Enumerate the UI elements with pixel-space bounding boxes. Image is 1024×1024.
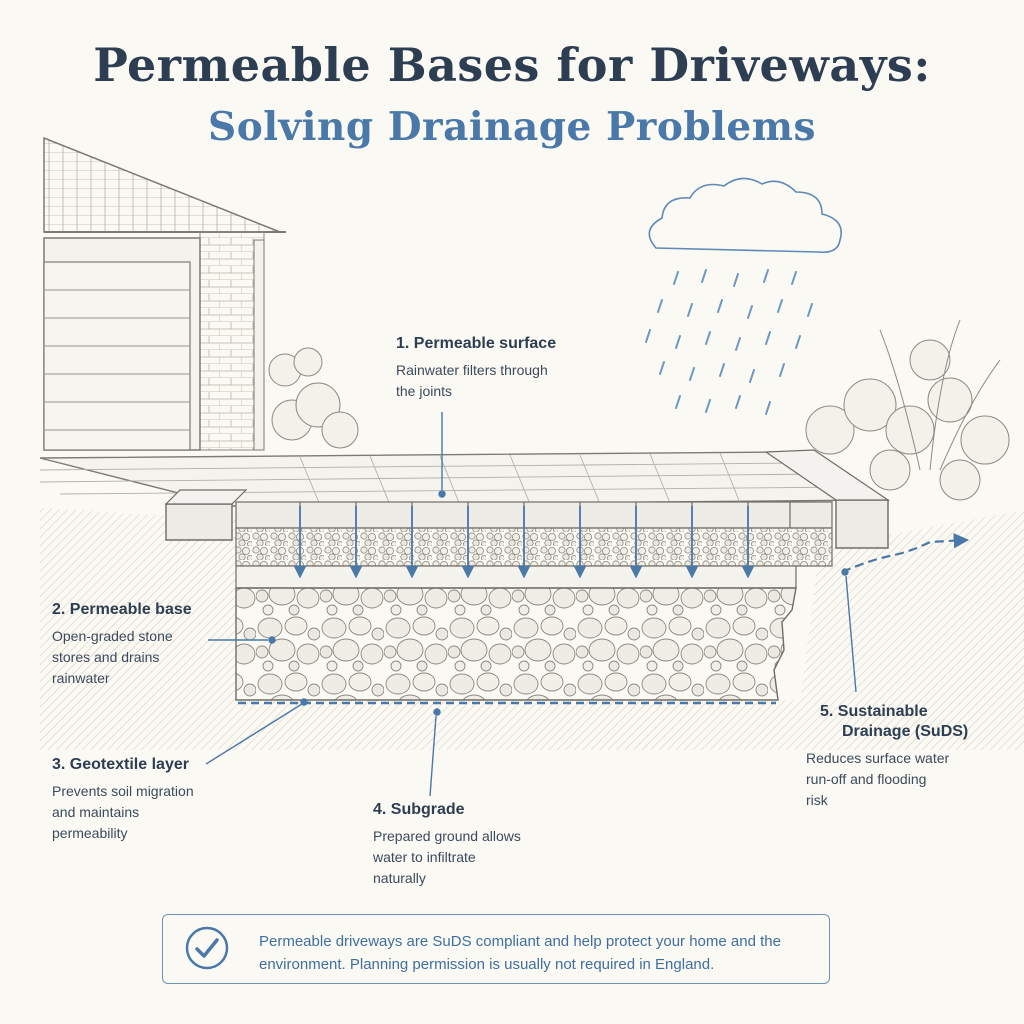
label-subgrade-body: Prepared ground allows water to infiltra… <box>373 828 521 886</box>
soil <box>40 508 1024 750</box>
label-permeable-base-body: Open-graded stone stores and drains rain… <box>52 628 173 686</box>
label-permeable-base: 2. Permeable base Open-graded stone stor… <box>52 600 222 689</box>
label-subgrade: 4. Subgrade Prepared ground allows water… <box>373 800 573 889</box>
shrub-left <box>268 347 359 449</box>
base-layer <box>235 587 797 701</box>
paving-surface <box>39 449 890 549</box>
shrub-right <box>805 319 1010 501</box>
bedding-layer <box>235 527 833 567</box>
label-permeable-base-heading: 2. Permeable base <box>52 601 192 618</box>
label-geotextile-body: Prevents soil migration and maintains pe… <box>52 783 194 841</box>
info-note-text: Permeable driveways are SuDS compliant a… <box>259 933 781 973</box>
page-subtitle: Solving Drainage Problems <box>208 104 816 150</box>
runoff-arrow <box>841 532 970 574</box>
label-suds-body: Reduces surface water run-off and floodi… <box>806 750 950 808</box>
flow-arrows <box>293 506 755 579</box>
label-permeable-surface-body: Rainwater filters through the joints <box>396 362 548 399</box>
label-suds: 5. Sustainable Drainage (SuDS) Reduces s… <box>806 702 996 811</box>
label-permeable-surface-heading: 1. Permeable surface <box>396 335 557 352</box>
house <box>43 136 286 451</box>
info-note: Permeable driveways are SuDS compliant a… <box>162 914 830 984</box>
leader-lines <box>205 412 857 797</box>
label-permeable-surface: 1. Permeable surface Rainwater filters t… <box>396 334 616 402</box>
label-geotextile: 3. Geotextile layer Prevents soil migrat… <box>52 755 252 844</box>
label-subgrade-heading: 4. Subgrade <box>373 801 465 818</box>
bedding-band <box>235 565 797 589</box>
label-suds-heading-1: 5. Sustainable <box>820 703 928 720</box>
label-suds-heading-2: Drainage (SuDS) <box>842 723 969 740</box>
check-circle-icon <box>185 926 229 970</box>
cloud <box>648 177 842 254</box>
label-geotextile-heading: 3. Geotextile layer <box>52 756 189 773</box>
page-title: Permeable Bases for Driveways: <box>93 38 931 92</box>
rain <box>645 269 813 415</box>
